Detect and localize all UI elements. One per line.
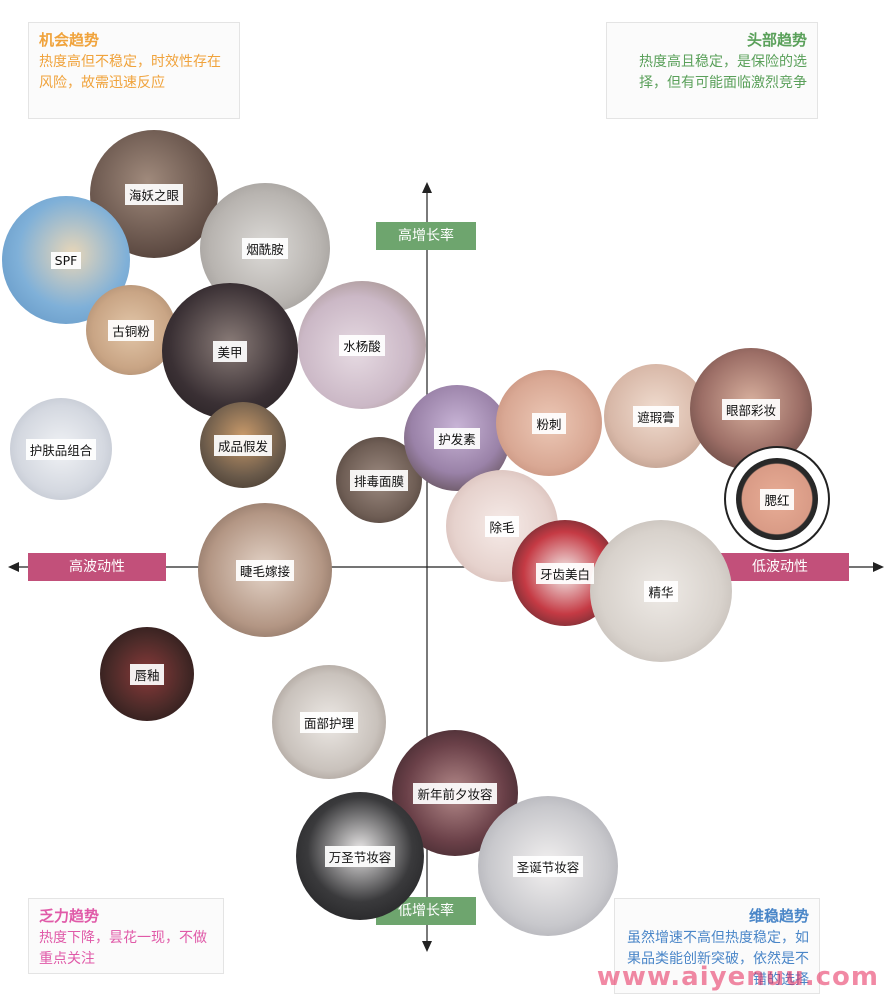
bubble-label: 水杨酸 [339,334,385,356]
quadrant-title: 头部趋势 [746,31,807,49]
bubble: 精华 [590,520,732,662]
quadrant-desc: 热度高且稳定，是保险的选择，但有可能面临激烈竞争 [639,54,807,91]
bubble-label: 圣诞节妆容 [512,855,584,877]
bubble-label: 面部护理 [299,711,358,733]
bubble: 护肤品组合 [10,398,112,500]
axis-label-high-volatility: 高波动性 [28,553,166,581]
bubble-label: 万圣节妆容 [324,845,396,867]
bubble-label: 成品假发 [213,434,272,456]
bubble: 万圣节妆容 [296,792,424,920]
bubble-label: 遮瑕膏 [633,405,679,427]
quadrant-desc: 虽然增速不高但热度稳定，如果品类能创新突破，依然是不错的选择 [627,930,809,988]
quadrant-desc: 热度下降，昙花一现，不做重点关注 [39,930,207,967]
bubble-label: 护肤品组合 [25,438,97,460]
axis-label-low-volatility: 低波动性 [711,553,849,581]
bubble-label: 牙齿美白 [535,562,594,584]
quadrant-title: 机会趋势 [39,31,100,49]
bubble-label: 美甲 [213,340,247,362]
bubble: 圣诞节妆容 [478,796,618,936]
quadrant-weak: 乏力趋势 热度下降，昙花一现，不做重点关注 [28,898,224,974]
bubble-label: 精华 [644,580,678,602]
watermark: www.aiyenuu.com [596,962,879,992]
bubble-label: 唇釉 [130,663,164,685]
bubble-label: 新年前夕妆容 [413,782,497,804]
quadrant-stable: 维稳趋势 虽然增速不高但热度稳定，如果品类能创新突破，依然是不错的选择 [614,898,820,994]
bubble-label: 排毒面膜 [349,469,408,491]
bubble-label: 眼部彩妆 [721,398,780,420]
quadrant-leading: 头部趋势 热度高且稳定，是保险的选择，但有可能面临激烈竞争 [606,22,818,119]
quadrant-title: 维稳趋势 [748,907,809,925]
quadrant-opportunity: 机会趋势 热度高但不稳定，时效性存在风险，故需迅速反应 [28,22,240,119]
bubble-label: 睫毛嫁接 [235,559,294,581]
bubble: 美甲 [162,283,298,419]
bubble-label: SPF [50,251,82,269]
bubble-label: 腮红 [760,488,794,510]
bubble-label: 除毛 [485,515,519,537]
bubble-label: 古铜粉 [108,319,154,341]
bubble: 唇釉 [100,627,194,721]
bubble: 成品假发 [200,402,286,488]
bubble: 腮红 [724,446,830,552]
bubble: 睫毛嫁接 [198,503,332,637]
quadrant-title: 乏力趋势 [39,907,100,925]
quadrant-desc: 热度高但不稳定，时效性存在风险，故需迅速反应 [39,54,221,91]
bubble: 古铜粉 [86,285,176,375]
bubble-label: 护发素 [434,427,480,449]
axis-label-high-growth: 高增长率 [376,222,476,250]
bubble-label: 烟酰胺 [242,237,288,259]
bubble: 面部护理 [272,665,386,779]
bubble-label: 海妖之眼 [124,183,183,205]
bubble-label: 粉刺 [532,412,566,434]
bubble: 粉刺 [496,370,602,476]
